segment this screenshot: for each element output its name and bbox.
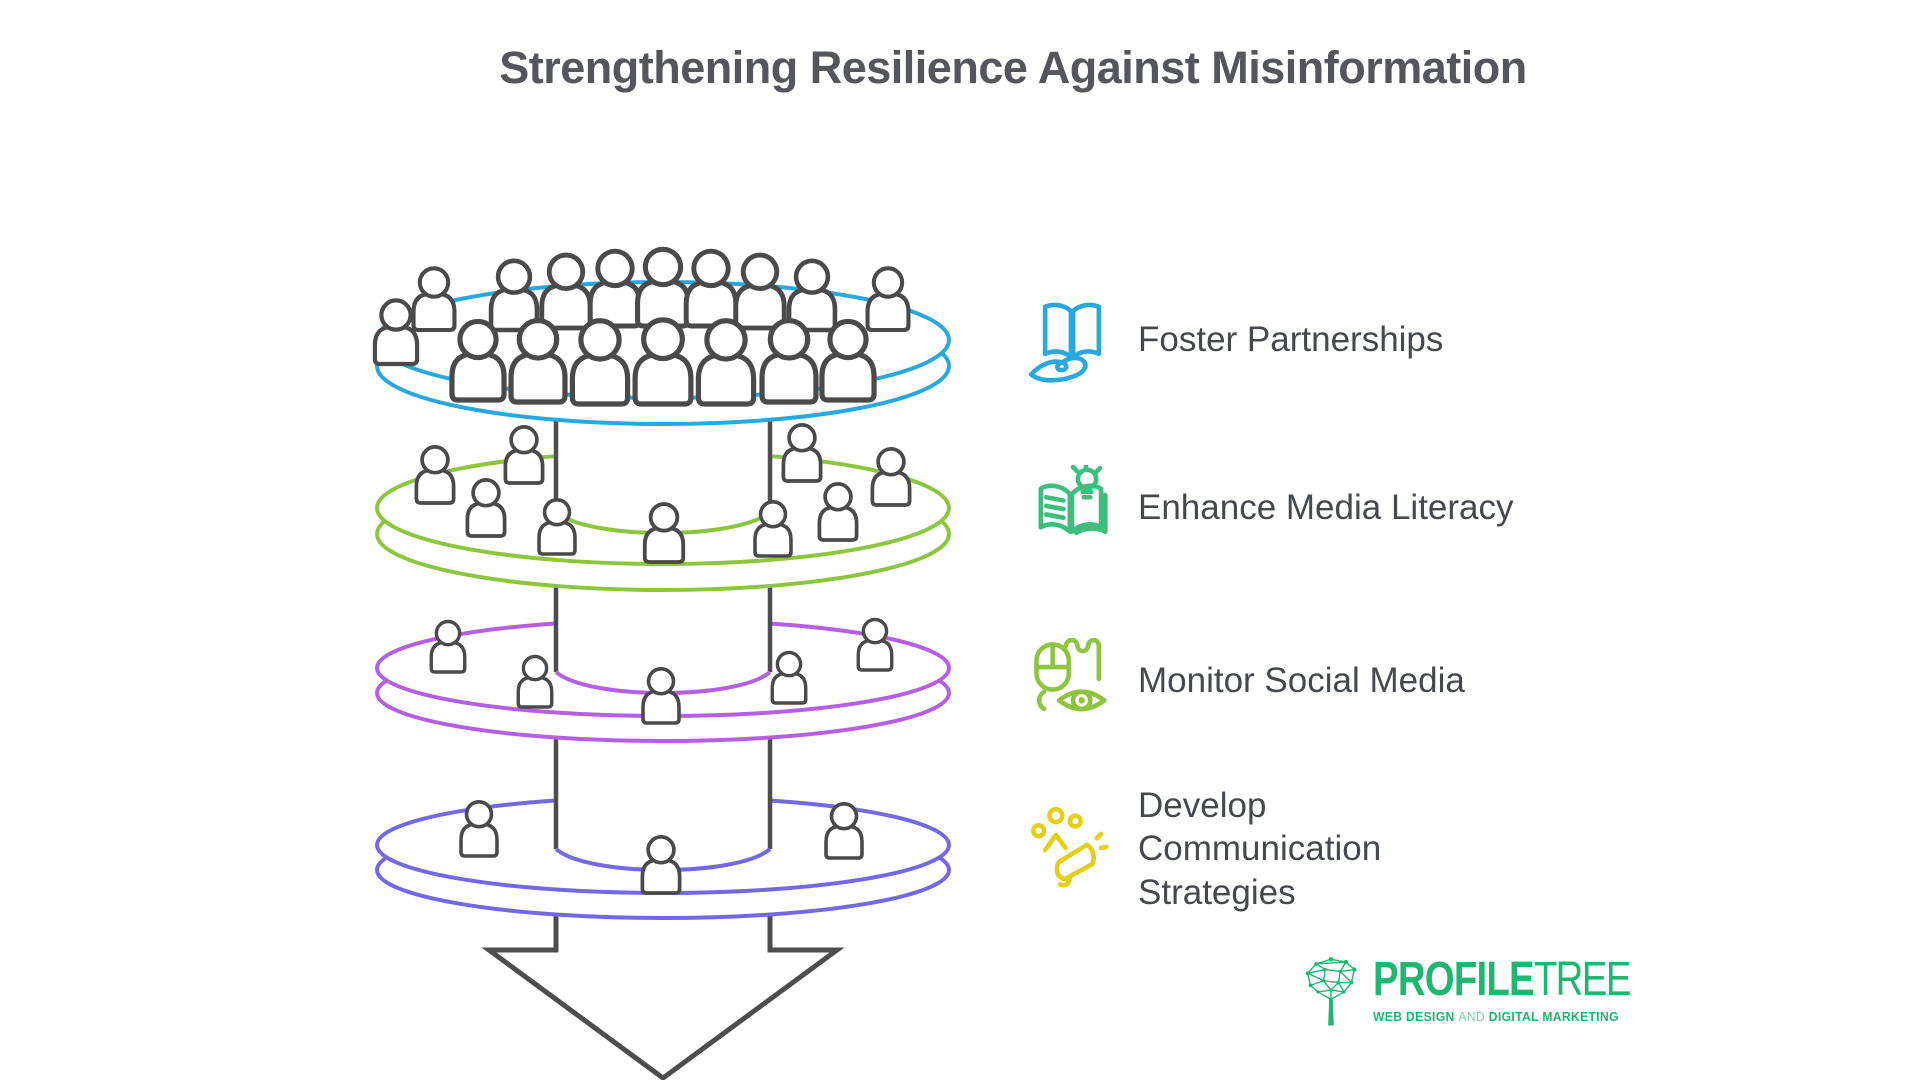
person-icon xyxy=(753,522,793,558)
person-icon xyxy=(632,351,694,407)
page-title: Strengthening Resilience Against Misinfo… xyxy=(499,42,1527,93)
brand-tagline: WEB DESIGN AND DIGITAL MARKETING xyxy=(1373,1009,1619,1024)
tree-network-icon xyxy=(1303,954,1359,1028)
legend-item-develop-communication-strategies: Develop Communication Strategies xyxy=(1028,786,1488,912)
book-hand-icon xyxy=(1028,294,1116,386)
tree-trunk xyxy=(1328,999,1334,1026)
person-icon xyxy=(856,638,894,672)
person-icon xyxy=(695,352,757,407)
legend-item-foster-partnerships: Foster Partnerships xyxy=(1028,294,1443,386)
person-icon xyxy=(411,291,457,333)
person-icon xyxy=(641,689,681,725)
person-icon xyxy=(733,282,787,331)
person-icon xyxy=(642,525,686,564)
person-icon xyxy=(770,671,808,705)
person-icon xyxy=(516,675,554,709)
brand-light: TREE xyxy=(1533,953,1632,1006)
person-icon xyxy=(508,351,568,405)
brand-wordmark: PROFILETREE xyxy=(1373,953,1632,1006)
book-bulb-icon xyxy=(1028,462,1116,554)
person-icon xyxy=(781,446,823,483)
person-icon xyxy=(537,520,577,556)
person-icon xyxy=(459,822,499,858)
person-icon xyxy=(372,324,420,367)
megaphone-icon xyxy=(1028,803,1116,895)
legend-label: Enhance Media Literacy xyxy=(1138,488,1514,528)
tree-crown xyxy=(1305,957,1357,1001)
legend-label: Develop Communication Strategies xyxy=(1138,786,1382,912)
person-icon xyxy=(429,640,467,674)
person-icon xyxy=(569,352,631,407)
legend-item-monitor-social-media: Monitor Social Media xyxy=(1028,635,1465,727)
profiletree-logo: PROFILETREE WEB DESIGN AND DIGITAL MARKE… xyxy=(1303,954,1694,1028)
person-icon xyxy=(819,351,877,403)
legend-item-enhance-media-literacy: Enhance Media Literacy xyxy=(1028,462,1514,554)
person-icon xyxy=(759,351,819,405)
legend-label: Monitor Social Media xyxy=(1138,661,1465,701)
person-icon xyxy=(824,824,864,860)
person-icon xyxy=(870,470,912,507)
person-icon xyxy=(640,858,682,895)
person-icon xyxy=(503,448,545,485)
legend-label: Foster Partnerships xyxy=(1138,320,1444,360)
person-icon xyxy=(817,505,859,542)
person-icon xyxy=(865,291,911,333)
person-icon xyxy=(449,351,507,403)
person-icon xyxy=(414,468,456,505)
mouse-eye-icon xyxy=(1028,635,1116,727)
person-icon xyxy=(465,501,507,538)
brand-bold: PROFILE xyxy=(1373,953,1535,1006)
